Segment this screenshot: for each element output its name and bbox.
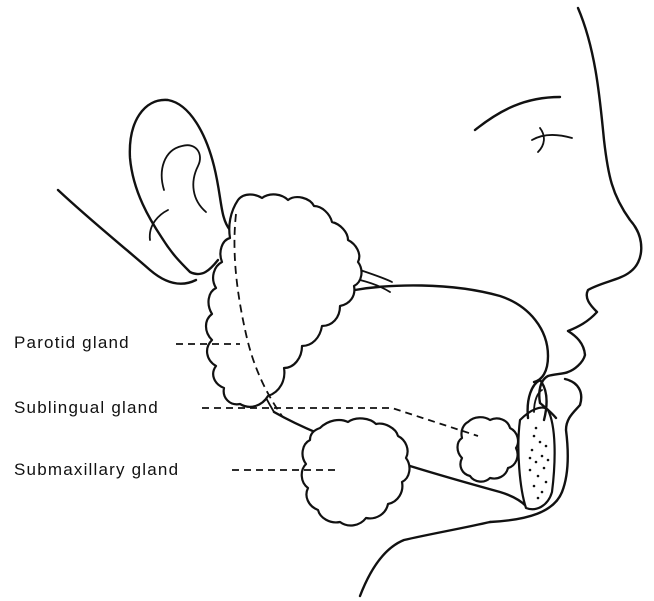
mandible-section xyxy=(518,408,554,510)
back-of-head xyxy=(58,190,196,284)
ear-inner xyxy=(162,145,206,212)
parotid-gland xyxy=(206,194,361,406)
eye xyxy=(532,128,572,152)
parotid-gland-label: Parotid gland xyxy=(14,333,130,353)
ear-outer xyxy=(130,100,230,274)
eyebrow-lid xyxy=(475,97,560,130)
submaxillary-gland xyxy=(302,418,410,525)
face-profile xyxy=(539,8,641,418)
neck-bottom-line xyxy=(360,522,490,596)
submaxillary-gland-label: Submaxillary gland xyxy=(14,460,179,480)
sublingual-gland xyxy=(458,417,519,481)
ear-lobe xyxy=(150,210,168,240)
sublingual-gland-label: Sublingual gland xyxy=(14,398,159,418)
oral-cavity xyxy=(355,285,548,382)
